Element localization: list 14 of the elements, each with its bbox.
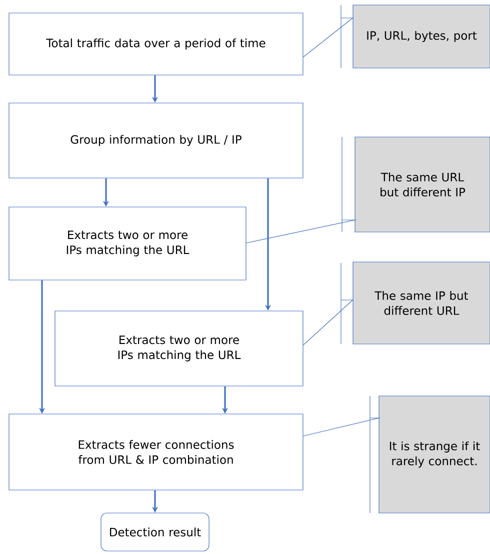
note-box: It is strange if it rarely connect. [378,396,490,514]
process-box: Extracts fewer connections from URL & IP combination [8,414,304,490]
note-box: The same IP but different URL [352,262,490,344]
note-box: IP, URL, bytes, port [352,4,490,68]
terminal-box: Detection result [100,512,210,552]
leader-line [303,300,354,346]
note-box: The same URL but different IP [354,136,490,232]
leader-line [303,18,354,58]
process-box: Total traffic data over a period of time [8,12,304,76]
leader-line [246,220,358,244]
process-box: Extracts two or more IPs matching the URL [8,206,246,280]
process-box: Extracts two or more IPs matching the URL [54,310,304,386]
leader-line [303,418,382,436]
process-box: Group information by URL / IP [8,102,304,178]
